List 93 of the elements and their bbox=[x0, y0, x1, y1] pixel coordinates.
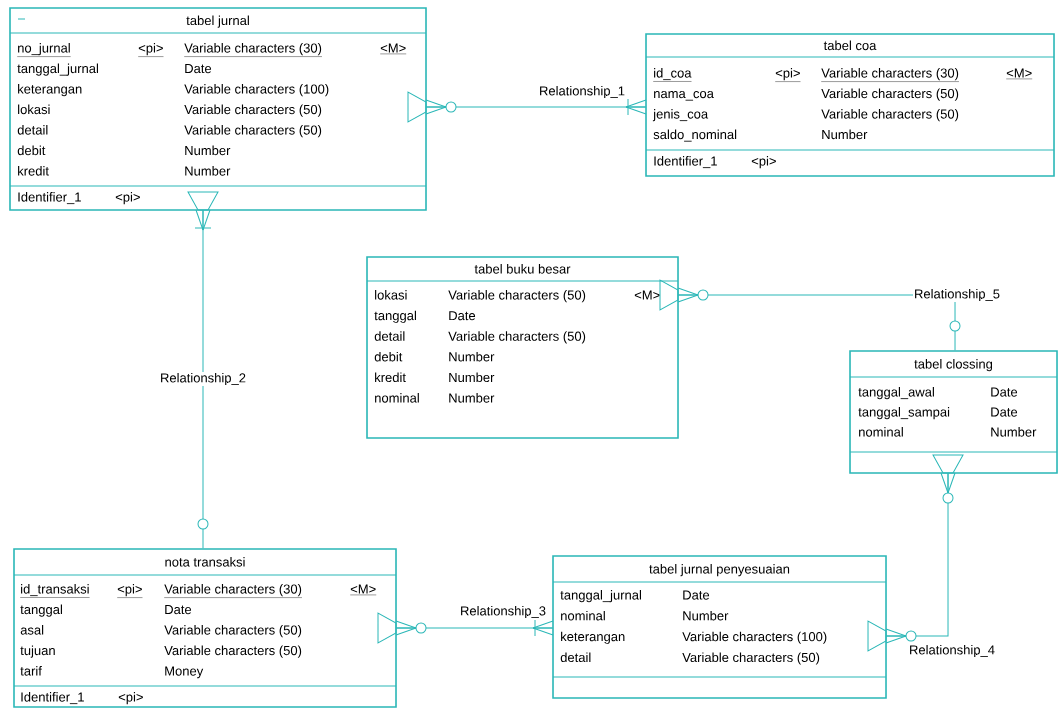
attribute-name: tanggal_jurnal bbox=[17, 63, 98, 76]
attribute-name: kredit bbox=[375, 372, 406, 383]
attribute-name: debit bbox=[17, 145, 46, 156]
key-tag: <pi> bbox=[775, 68, 801, 82]
attribute-name: detail bbox=[374, 331, 405, 341]
data-type: Number bbox=[185, 166, 231, 176]
attribute-name: tanggal_sampai bbox=[858, 407, 950, 420]
attribute-name: kredit bbox=[18, 166, 49, 176]
attribute-name: detail bbox=[17, 125, 48, 135]
data-type: Date bbox=[449, 311, 476, 321]
attribute-name: tarif bbox=[20, 666, 42, 676]
data-type: Variable characters (30) bbox=[184, 43, 323, 57]
data-type: Variable characters (50) bbox=[682, 652, 820, 665]
attribute-name: no_jurnal bbox=[17, 43, 71, 57]
attribute-name: tanggal bbox=[374, 310, 416, 323]
entity-table bbox=[645, 33, 1055, 177]
data-type: Number bbox=[991, 427, 1037, 437]
attribute-name: lokasi bbox=[18, 104, 50, 115]
data-type: Number bbox=[449, 351, 495, 362]
data-type: Number bbox=[449, 393, 495, 403]
data-type: Date bbox=[991, 387, 1018, 397]
attribute-name: tanggal_awal bbox=[858, 387, 934, 400]
data-type: Number bbox=[449, 372, 495, 383]
identifier-name: Identifier_1 bbox=[21, 692, 84, 705]
attribute-name: nominal bbox=[375, 393, 419, 403]
relationship-line bbox=[867, 454, 964, 652]
relationship-line bbox=[187, 191, 219, 549]
table-title: tabel coa bbox=[823, 40, 877, 51]
entity-table bbox=[9, 7, 427, 211]
key-tag: <pi> bbox=[117, 584, 143, 598]
entity-table bbox=[366, 256, 679, 439]
attribute-name: tanggal_jurnal bbox=[560, 590, 641, 603]
identifier-name: Identifier_1 bbox=[18, 192, 81, 205]
attribute-name: tujuan bbox=[20, 645, 55, 658]
identifier-name: Identifier_1 bbox=[654, 156, 717, 169]
data-type: Variable characters (50) bbox=[184, 125, 322, 138]
edge-label: Relationship_5 bbox=[913, 287, 1001, 303]
data-type: Variable characters (50) bbox=[184, 104, 322, 117]
data-type: Variable characters (50) bbox=[821, 109, 959, 122]
data-type: Variable characters (30) bbox=[164, 584, 303, 598]
mandatory-tag: <M> bbox=[380, 43, 407, 55]
attribute-name: nominal bbox=[561, 610, 605, 621]
attribute-name: tanggal bbox=[20, 604, 62, 617]
attribute-name: id_transaksi bbox=[20, 584, 90, 598]
entity-table bbox=[849, 350, 1058, 474]
attribute-name: jenis_coa bbox=[652, 109, 709, 122]
edge-label: Relationship_4 bbox=[908, 643, 996, 659]
attribute-name: nominal bbox=[859, 427, 903, 437]
data-type: Variable characters (100) bbox=[682, 631, 827, 644]
data-type: Date bbox=[185, 64, 212, 74]
attribute-name: keterangan bbox=[561, 631, 625, 644]
data-type: Variable characters (50) bbox=[821, 88, 959, 101]
edge-label: Relationship_3 bbox=[459, 604, 547, 620]
data-type: Variable characters (50) bbox=[448, 290, 586, 303]
data-type: Date bbox=[165, 605, 192, 615]
data-type: Number bbox=[683, 610, 729, 621]
edge-label: Relationship_1 bbox=[538, 84, 626, 100]
attribute-name: detail bbox=[560, 652, 591, 663]
data-type: Variable characters (100) bbox=[184, 84, 329, 97]
data-type: Money bbox=[165, 666, 204, 679]
attribute-name: lokasi bbox=[375, 290, 407, 300]
data-type: Number bbox=[185, 145, 231, 156]
key-tag: <pi> bbox=[751, 156, 776, 169]
table-title: tabel buku besar bbox=[474, 264, 571, 274]
relationship-line bbox=[377, 612, 554, 644]
key-tag: <pi> bbox=[138, 43, 164, 57]
data-type: Date bbox=[991, 407, 1018, 417]
table-title: nota transaksi bbox=[165, 557, 245, 567]
attribute-name: saldo_nominal bbox=[653, 129, 737, 142]
data-type: Variable characters (30) bbox=[821, 68, 960, 82]
relationship-line bbox=[407, 91, 647, 123]
table-title: tabel jurnal penyesuaian bbox=[649, 564, 790, 577]
data-type: Number bbox=[822, 129, 868, 140]
attribute-name: id_coa bbox=[653, 68, 692, 82]
data-type: Variable characters (50) bbox=[164, 645, 302, 658]
data-type: Variable characters (50) bbox=[164, 625, 302, 638]
attribute-name: asal bbox=[20, 625, 44, 635]
entity-table bbox=[13, 548, 397, 708]
key-tag: <pi> bbox=[115, 192, 140, 205]
edge-label: Relationship_2 bbox=[159, 371, 247, 387]
entity-table bbox=[552, 555, 887, 699]
key-tag: <pi> bbox=[118, 692, 143, 705]
data-type: Variable characters (50) bbox=[448, 331, 586, 344]
table-title: tabel jurnal bbox=[186, 15, 249, 28]
table-title: tabel clossing bbox=[914, 359, 993, 372]
relationship-line bbox=[659, 279, 961, 351]
mandatory-tag: <M> bbox=[350, 584, 377, 596]
mandatory-tag: <M> bbox=[1006, 68, 1033, 80]
attribute-name: keterangan bbox=[18, 84, 82, 97]
mandatory-tag: <M> bbox=[634, 290, 660, 300]
data-type: Date bbox=[683, 590, 710, 600]
attribute-name: debit bbox=[374, 351, 403, 362]
attribute-name: nama_coa bbox=[654, 91, 714, 101]
